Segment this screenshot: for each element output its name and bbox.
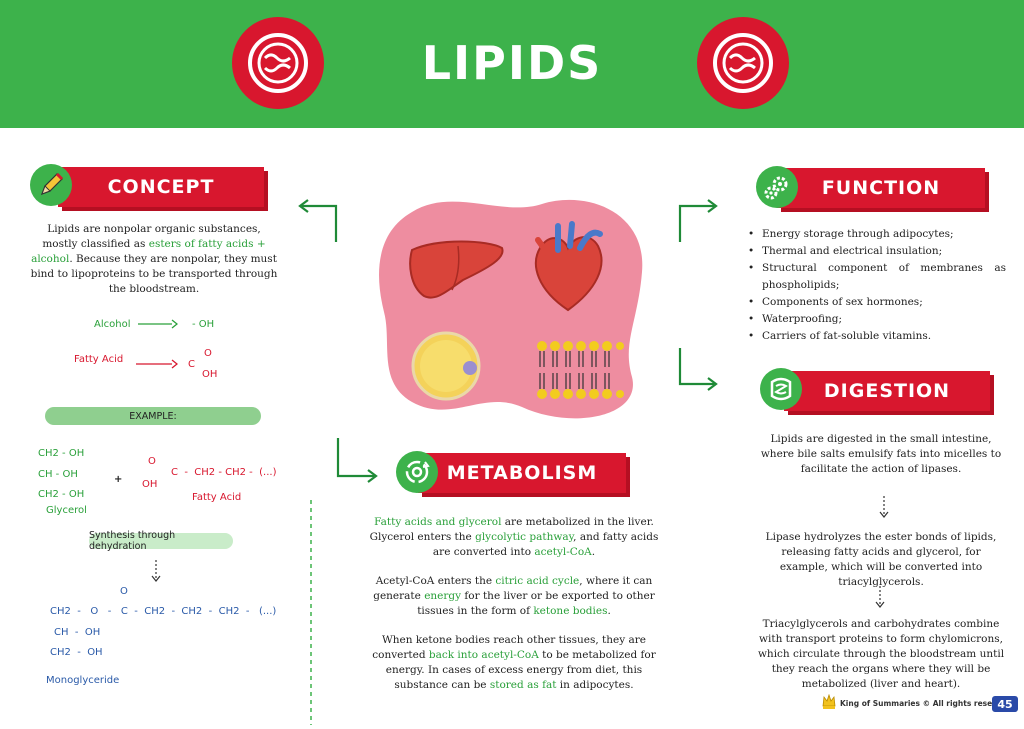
fatty-acid-label: Fatty Acid — [74, 354, 124, 365]
carboxyl-o: O — [204, 348, 212, 359]
metabolism-paragraph-2: Acetyl-CoA enters the citric acid cycle,… — [360, 574, 668, 619]
text-segment: to be metabolized for energy. In cases o… — [385, 649, 656, 691]
metabolism-icon — [396, 451, 438, 493]
arrow-to-concept — [298, 199, 338, 242]
gears-icon — [756, 166, 798, 208]
highlighted-term: back into acetyl-CoA — [428, 649, 539, 661]
lipid-molecule-icon — [232, 17, 324, 109]
page-number: 45 — [992, 696, 1018, 712]
pencil-icon — [30, 164, 72, 206]
arrow-icon — [136, 359, 178, 369]
synthesis-label: Synthesis through dehydration — [89, 530, 233, 552]
text-segment: When ketone bodies reach other tissues, … — [372, 634, 647, 661]
arrow-to-digestion — [678, 348, 718, 391]
text-segment: Acetyl-CoA enters the — [375, 575, 496, 587]
fatty-acid-name: Fatty Acid — [192, 492, 242, 503]
list-item: Structural component of membranes as pho… — [748, 260, 1006, 294]
concept-banner: CONCEPT — [58, 167, 264, 207]
dotted-arrow-icon — [879, 496, 889, 518]
page-title: LIPIDS — [421, 36, 603, 90]
crown-icon — [822, 694, 836, 709]
adipocyte-icon — [411, 331, 481, 401]
highlighted-term: Fatty acids and glycerol — [374, 516, 502, 528]
footer-copyright: King of Summaries © All rights reserved. — [840, 699, 1015, 708]
highlighted-term: citric acid cycle — [495, 575, 580, 587]
example-label: EXAMPLE: — [45, 407, 261, 425]
metabolism-paragraph-1: Fatty acids and glycerol are metabolized… — [366, 515, 662, 560]
digestion-paragraph-1: Lipids are digested in the small intesti… — [760, 433, 1002, 475]
highlighted-term: acetyl-CoA — [534, 546, 592, 558]
intestine-icon — [760, 368, 802, 410]
heart-icon — [534, 221, 603, 312]
text-segment: . — [591, 546, 596, 558]
liver-icon — [409, 240, 504, 299]
highlighted-term: glycolytic pathway — [475, 531, 574, 543]
fa-oh: OH — [142, 479, 158, 490]
highlighted-term: ketone bodies — [533, 605, 608, 617]
lipid-molecule-icon — [697, 17, 789, 109]
text-segment: , and fatty acids are converted into — [432, 531, 659, 558]
alcohol-label: Alcohol — [94, 319, 131, 330]
hydroxyl-group: - OH — [192, 319, 215, 330]
function-banner: FUNCTION — [777, 168, 985, 208]
dotted-arrow-icon — [151, 560, 161, 582]
list-item: Thermal and electrical insulation; — [748, 243, 1006, 260]
list-item: Energy storage through adipocytes; — [748, 226, 1006, 243]
highlighted-term: energy — [424, 590, 462, 602]
dotted-arrow-icon — [875, 586, 885, 608]
arrow-icon — [138, 319, 178, 329]
function-list: Energy storage through adipocytes; Therm… — [748, 226, 1006, 345]
monoglyceride-line3: CH2 - OH — [50, 647, 103, 658]
header — [0, 0, 1024, 128]
digestion-banner: DIGESTION — [784, 371, 990, 411]
digestion-paragraph-2: Lipase hydrolyzes the ester bonds of lip… — [765, 531, 997, 588]
monoglyceride-line2: CH - OH — [54, 627, 101, 638]
list-item: Components of sex hormones; — [748, 294, 1006, 311]
text-segment: for the liver or be exported to other ti… — [417, 590, 655, 617]
metabolism-paragraph-3: When ketone bodies reach other tissues, … — [362, 633, 666, 693]
list-item: Waterproofing; — [748, 311, 1006, 328]
digestion-paragraph-3: Triacylglycerols and carbohydrates combi… — [757, 618, 1005, 690]
carboxyl-c: C — [188, 359, 195, 370]
plus-sign: + — [114, 474, 123, 485]
fa-chain: C - CH2 - CH2 - (...) — [171, 467, 277, 478]
fa-carbonyl-o: O — [148, 456, 156, 467]
highlighted-term: stored as fat — [489, 679, 557, 691]
phospholipid-bilayer-icon — [537, 341, 624, 399]
mono-carbonyl-o: O — [120, 586, 128, 597]
metabolism-banner: METABOLISM — [418, 453, 626, 493]
text-segment: in adipocytes. — [556, 679, 634, 691]
list-item: Carriers of fat-soluble vitamins. — [748, 328, 1006, 345]
monoglyceride-line1: CH2 - O - C - CH2 - CH2 - CH2 - (...) — [50, 606, 277, 617]
arrow-to-function — [678, 199, 718, 242]
arrow-to-metabolism — [336, 438, 378, 483]
glycerol-structure: CH2 - OH CH - OH CH2 - OH — [38, 448, 85, 500]
divider — [310, 500, 312, 725]
text-segment: are metabolized in the liver. Glycerol e… — [369, 516, 654, 543]
glycerol-label: Glycerol — [46, 505, 87, 516]
text-segment: , where it can generate — [373, 575, 653, 602]
concept-text: Lipids are nonpolar organic substances, … — [30, 223, 278, 295]
monoglyceride-label: Monoglyceride — [46, 675, 120, 686]
carboxyl-oh: OH — [202, 369, 218, 380]
text-segment: . — [607, 605, 611, 617]
